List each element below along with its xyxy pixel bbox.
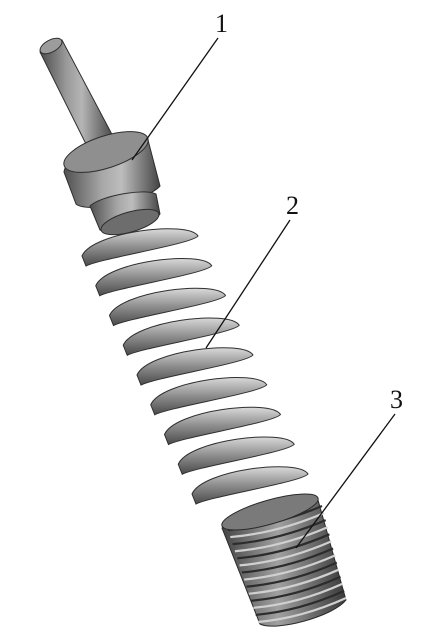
callout-label-3: 3 [390,385,403,414]
spring-coil [163,406,282,446]
part-2-spring [81,228,309,505]
thread-ridge [230,512,325,539]
thread-ridge [248,568,340,595]
spring-coil [177,436,295,475]
callouts: 1 2 3 [131,9,403,549]
spring-coil [95,257,213,297]
thread-ridge [246,561,338,588]
thread-ridge [241,547,334,574]
callout-label-1: 1 [215,9,228,38]
leader-line-1 [131,37,219,161]
sleeve-top-face [221,493,319,531]
shaft-rod-end [39,37,63,55]
leader-line-2 [205,219,291,349]
thread-ridge [244,554,336,581]
spring-coil [136,347,254,386]
thread-ridge [239,540,332,567]
shaft-stub-end [100,208,160,236]
spring-coil [81,228,199,267]
spring-coil [122,317,240,356]
spring-coil [108,287,227,327]
spring-coil [191,466,309,505]
thread-ridge [257,596,347,624]
thread-ridge [255,589,345,617]
thread-ridge [253,582,343,609]
thread-ridge [237,533,330,560]
part-1-shaft [39,37,161,236]
callout-label-2: 2 [286,191,299,220]
thread-ridge [234,526,328,553]
spring-coil [150,376,268,416]
sleeve-threads [227,504,347,624]
thread-ridge [250,575,341,602]
thread-ridge [232,519,327,546]
leader-line-3 [295,413,396,549]
part-3-threaded-sleeve [221,493,347,627]
